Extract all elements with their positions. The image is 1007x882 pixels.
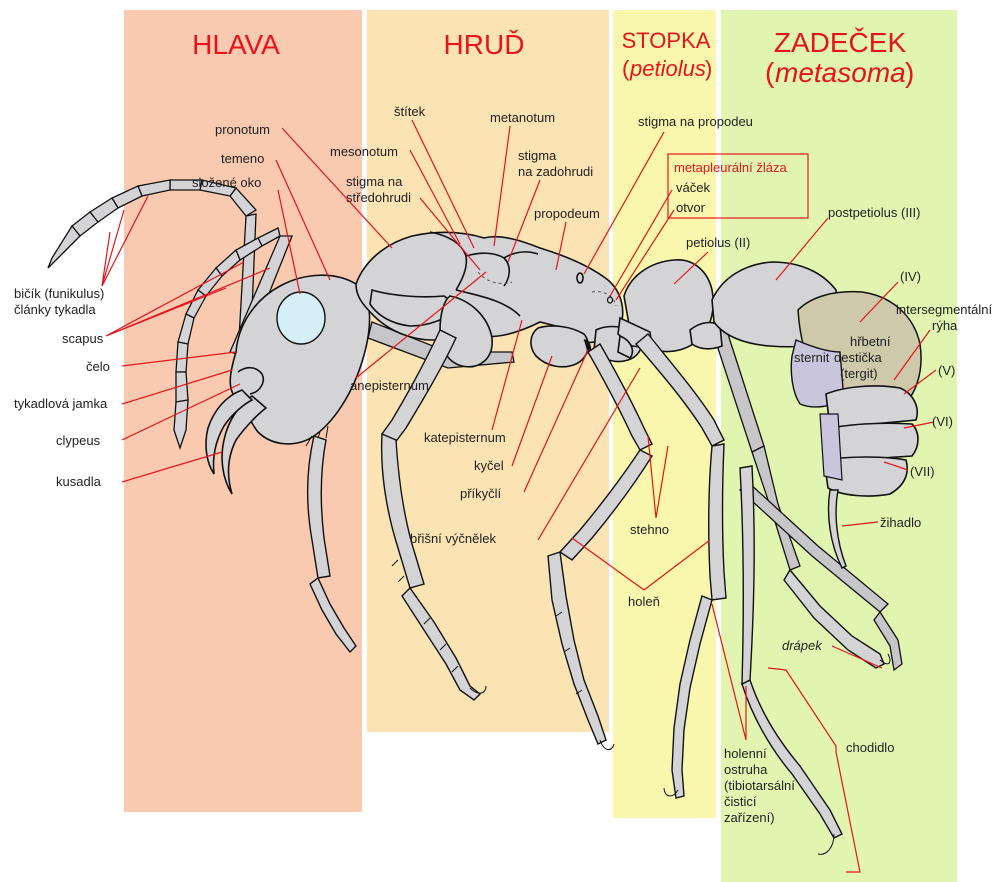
gaster-sternite-lower: [820, 414, 842, 480]
label-metapleural-gland: metapleurální žláza: [674, 160, 787, 175]
label-flagellum: bičík (funikulus): [14, 286, 104, 301]
label-claw: drápek: [782, 638, 823, 653]
label-compound-eye: složené oko: [192, 175, 261, 190]
label-seg5: (V): [938, 363, 955, 378]
label-seg4: (IV): [900, 269, 921, 284]
label-metaspiracle: stigma: [518, 148, 557, 163]
label-sting: žihadlo: [880, 515, 921, 530]
label-intersegmental: intersegmentální: [896, 302, 992, 317]
label-ventral-process: břišní výčnělek: [410, 531, 496, 546]
label-anepisternum: anepisternum: [350, 378, 429, 393]
label-trochanter: příkyčlí: [460, 486, 502, 501]
label-tibial-spur-2: ostruha: [724, 762, 768, 777]
petiole-section-subtitle-open: (: [622, 56, 630, 81]
label-propodeum: propodeum: [534, 206, 600, 221]
label-scutellum: štítek: [394, 104, 426, 119]
thorax-section-title: HRUĎ: [444, 29, 525, 60]
label-mesospiracle-2: středohrudi: [346, 190, 411, 205]
label-propodeal-spiracle: stigma na propodeu: [638, 114, 753, 129]
label-tibial-spur-5: zařízení): [724, 810, 775, 825]
label-coxa: kyčel: [474, 458, 504, 473]
label-seg7: (VII): [910, 464, 935, 479]
label-seg6: (VI): [932, 414, 953, 429]
label-petiole: petiolus (II): [686, 235, 750, 250]
label-katepisternum: katepisternum: [424, 430, 506, 445]
label-tibial-spur: holenní: [724, 746, 767, 761]
label-postpetiole: postpetiolus (III): [828, 205, 921, 220]
petiole-section-subtitle: petiolus: [629, 56, 706, 81]
gaster-section-title: ZADEČEK: [774, 27, 907, 58]
label-intersegmental-2: rýha: [932, 318, 958, 333]
label-sternite: sternit: [794, 350, 830, 365]
label-femur: stehno: [630, 522, 669, 537]
label-mesonotum: mesonotum: [330, 144, 398, 159]
label-tergite-2: destička: [834, 350, 882, 365]
gaster-section-subtitle-close: ): [905, 57, 914, 88]
petiole-section-title: STOPKA: [622, 28, 711, 53]
gaster-section-subtitle: metasoma: [775, 57, 906, 88]
label-flagellum-2: články tykadla: [14, 302, 96, 317]
label-tarsus: chodidlo: [846, 740, 894, 755]
label-orifice: otvor: [676, 200, 706, 215]
label-mesospiracle: stigma na: [346, 174, 403, 189]
label-antennal-fossa: tykadlová jamka: [14, 396, 108, 411]
label-pronotum: pronotum: [215, 122, 270, 137]
compound-eye: [277, 292, 325, 344]
gaster-seg-5: [826, 386, 917, 428]
label-metanotum: metanotum: [490, 110, 555, 125]
petiole-section-subtitle-close: ): [705, 56, 712, 81]
label-clypeus: clypeus: [56, 433, 101, 448]
label-vertex: temeno: [221, 151, 264, 166]
head-section-title: HLAVA: [192, 29, 280, 60]
gaster-section-subtitle-open: (: [765, 57, 775, 88]
label-tibial-spur-3: (tibiotarsální: [724, 778, 795, 793]
antenna-funicle-tip: [48, 226, 80, 268]
label-mandibles: kusadla: [56, 474, 102, 489]
label-metaspiracle-2: na zadohrudi: [518, 164, 593, 179]
label-tergite: hřbetní: [850, 334, 891, 349]
label-scape: scapus: [62, 331, 104, 346]
label-tibial-spur-4: čisticí: [724, 794, 757, 809]
label-frons: čelo: [86, 359, 110, 374]
antenna2-seg-7: [176, 342, 188, 372]
label-tergite-3: (tergit): [840, 366, 878, 381]
label-bulla: váček: [676, 180, 710, 195]
label-tibia: holeň: [628, 594, 660, 609]
